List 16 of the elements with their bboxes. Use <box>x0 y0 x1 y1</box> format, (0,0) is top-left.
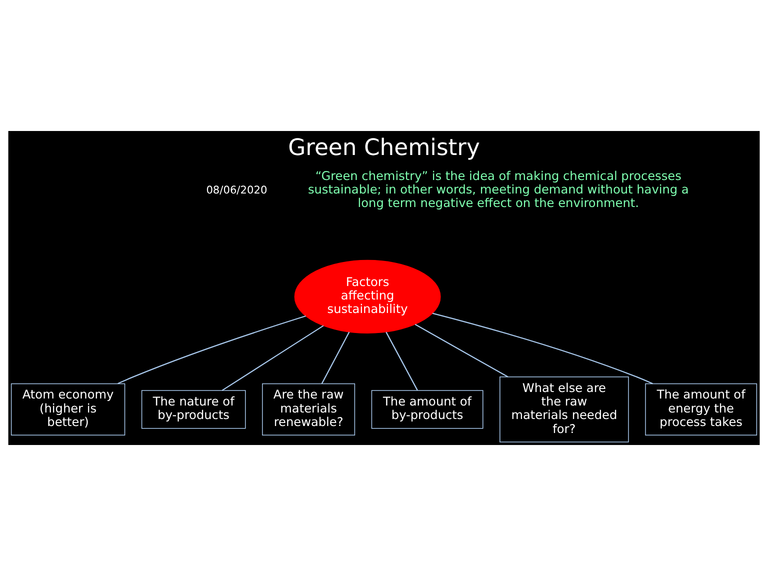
connector <box>432 312 653 384</box>
connector <box>386 332 418 391</box>
node-box: Atom economy (higher is better) <box>10 383 126 436</box>
node-box: What else are the raw materials needed for? <box>500 376 629 442</box>
node-box: Are the raw materials renewable? <box>262 383 356 436</box>
label: 08/06/2020 <box>206 184 268 197</box>
node-ellipse: Factors affecting sustainability <box>294 260 441 334</box>
node-box: The amount of energy the process takes <box>645 383 758 436</box>
connector <box>414 324 508 378</box>
node-box: The nature of by-products <box>141 390 246 429</box>
diagram-title: Green Chemistry <box>288 135 480 162</box>
label: “Green chemistry” is the idea of making chemical processes sustainable; in other words, meeting demand without having a long term negative effect on the environment. <box>308 169 689 210</box>
connector <box>118 315 306 384</box>
connector <box>222 325 324 391</box>
node-box: The amount of by-products <box>371 390 484 429</box>
connector <box>321 332 350 384</box>
